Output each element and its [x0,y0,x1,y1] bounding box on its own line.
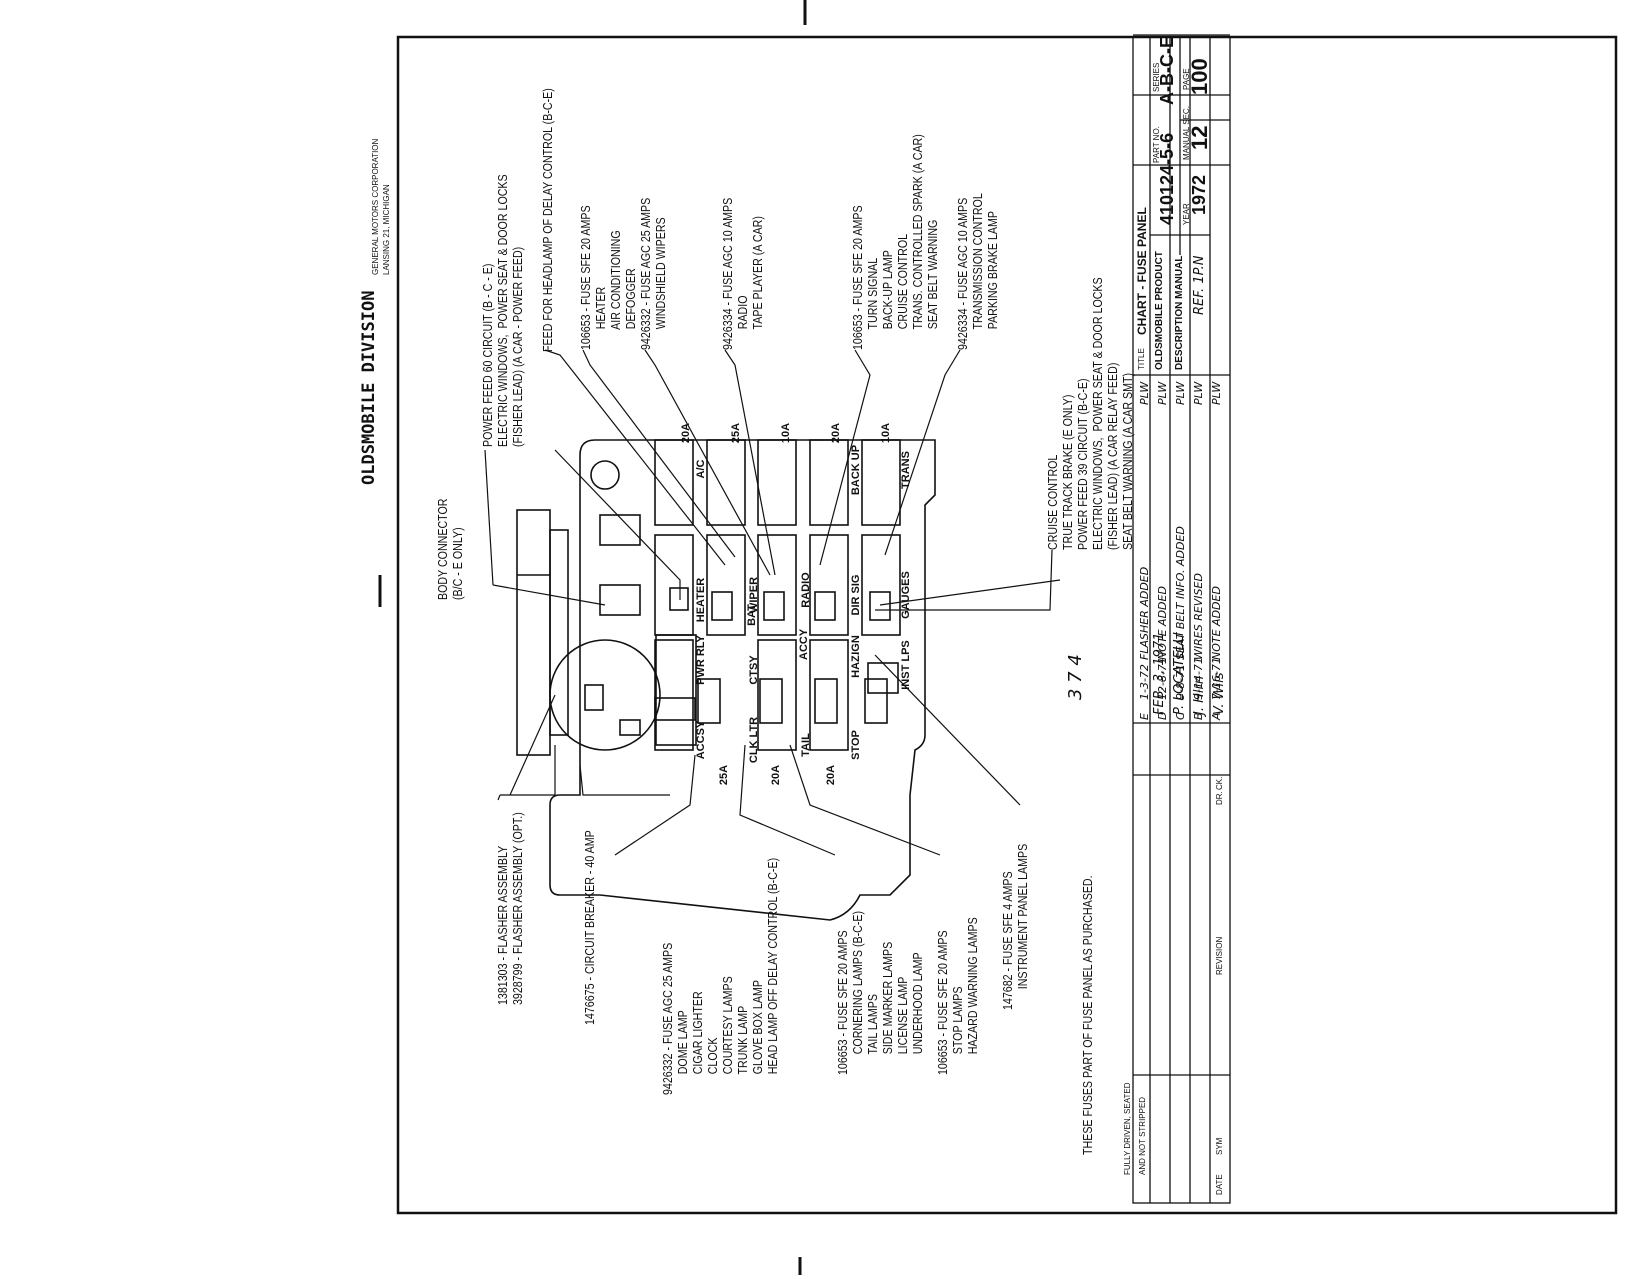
fuse-wiper-label: 9426332 - FUSE AGC 25 AMPS WINDSHIELD WI… [638,197,668,350]
page-value: 100 [1187,58,1212,95]
rev-date: 7-16-71 [1210,657,1223,700]
manual-line: DESCRIPTION MANUAL [1174,255,1185,370]
fuse-stop-label: 106653 - FUSE SFE 20 AMPS STOP LAMPS HAZ… [935,917,980,1075]
fuse-tail-label: 106653 - FUSE SFE 20 AMPS CORNERING LAMP… [835,910,925,1075]
fuse-label-gauges: GAUGES [900,571,912,619]
handwritten-number: 3 7 4 [1065,654,1086,700]
term-accy: ACCY [798,628,810,660]
title-block-frame [1132,34,1231,1204]
rev-sym-label: SYM [1215,1137,1224,1155]
amp-radio: 10A [780,422,792,444]
rev-date: 12-8-71 [1156,657,1169,700]
part-number: 410124-5-6 [1157,132,1177,225]
term-ign: IGN [850,635,862,655]
division-title: OLDSMOBILE DIVISION [359,290,379,485]
title-label: TITLE [1137,348,1146,370]
fully-driven-note: FULLY DRIVEN, SEATED AND NOT STRIPPED [1123,1082,1147,1175]
fuse-turn-label: 106653 - FUSE SFE 20 AMPS TURN SIGNAL BA… [850,134,940,350]
fuse-label-instlps: INST LPS [900,640,912,690]
amp-wiper: 25A [730,422,742,444]
fuse-label-dirsig: DIR SIG [850,574,862,616]
rev-date-label: DATE [1215,1174,1224,1195]
fuse-label-trans: TRANS [900,451,912,489]
year-value: 1972 [1189,174,1209,215]
chart-title: CHART - FUSE PANEL [1135,207,1149,335]
headlamp-feed-label: FEED FOR HEADLAMP OF DELAY CONTROL (B-C-… [540,88,555,352]
rev-ck-label: CK. [1215,776,1224,790]
fuse-label-radio: RADIO [800,572,812,608]
product-line: OLDSMOBILE PRODUCT [1154,251,1165,370]
rev-by: PLW [1174,381,1187,405]
rev-by: PLW [1156,381,1169,405]
rev-sym: A [1210,712,1223,720]
rev-sym: D [1156,711,1169,720]
term-bat: BAT [746,604,758,626]
rev-text: NOTE ADDED [1210,586,1223,660]
fuse-heater-label: 106653 - FUSE SFE 20 AMPS HEATER AIR CON… [578,205,638,350]
fuse-label-ac: A/C [695,459,707,479]
fuse-panel [516,439,936,921]
rev-by: PLW [1192,381,1205,405]
rev-sym: E [1138,713,1151,720]
fuse-label-accsy: ACCSY [695,720,707,760]
rev-sym: C [1174,712,1187,720]
series-value: A-B-C-E [1157,36,1177,105]
fuse-radio-label: 9426334 - FUSE AGC 10 AMPS RADIO TAPE PL… [720,197,765,350]
amp-tail: 20A [825,764,837,786]
amp-trans: 10A [880,422,892,444]
rev-by: PLW [1138,381,1151,405]
fuse-label-heater: HEATER [695,577,707,623]
fuse-trans-label: 9426334 - FUSE AGC 10 AMPS TRANSMISSION … [955,193,1000,350]
rev-dr-label: DR. [1215,791,1224,805]
rev-text: FLASHER ADDED [1138,566,1151,660]
power-feed-60-label: POWER FEED 60 CIRCUIT (B - C - E) ELECTR… [480,174,525,447]
rev-date: 9-8-71 [1174,664,1187,700]
rev-revision-label: REVISION [1215,936,1224,975]
breaker-label: 1476675 - CIRCUIT BREAKER - 40 AMP [582,830,597,1025]
sec-value: 12 [1187,125,1212,150]
rev-by: PLW [1210,381,1223,405]
fuse-label-pwrrly: PWR RLY [695,635,707,685]
rev-text: NOTE ADDED [1156,586,1169,660]
rev-sym: B [1192,712,1205,720]
fuse-dome-label: 9426332 - FUSE AGC 25 AMPS DOME LAMP CIG… [660,857,780,1095]
fuse-label-ctsy: CTSY [748,655,760,685]
ref-value: REF. 1P.N [1192,255,1207,316]
fuse-label-clkltr: CLK LTR [748,716,760,764]
amp-backup: 20A [830,422,842,444]
body-connector-label: BODY CONNECTOR (B/C - E ONLY) [435,498,465,600]
fuse-label-tail: TAIL [800,733,812,757]
fuse-label-stop: STOP [850,730,862,760]
fuse-inst-label: 147682 - FUSE SFE 4 AMPS INSTRUMENT PANE… [1000,843,1030,1010]
amp-ac: 20A [680,422,692,444]
fuse-label-backup: BACK UP [850,444,862,496]
footnote: THESE FUSES PART OF FUSE PANEL AS PURCHA… [1080,875,1095,1155]
rev-date: 1-3-72 [1138,664,1151,700]
cruise-block-label: CRUISE CONTROL TRUE TRACK BRAKE (E ONLY)… [1045,277,1135,550]
drawing-border [396,35,1618,1215]
corp-line2: LANSING 21, MICHIGAN [382,184,391,275]
flasher-label: 1381303 - FLASHER ASSEMBLY 3928799 - FLA… [495,812,525,1005]
amp-clk: 20A [770,764,782,786]
rev-text: WIRES REVISED [1192,573,1205,660]
leader-lines [484,349,1061,856]
amp-accsy: 25A [718,764,730,786]
rev-text: SEAT BELT INFO. ADDED [1174,526,1187,660]
rev-date: 9-14-71 [1192,657,1205,700]
